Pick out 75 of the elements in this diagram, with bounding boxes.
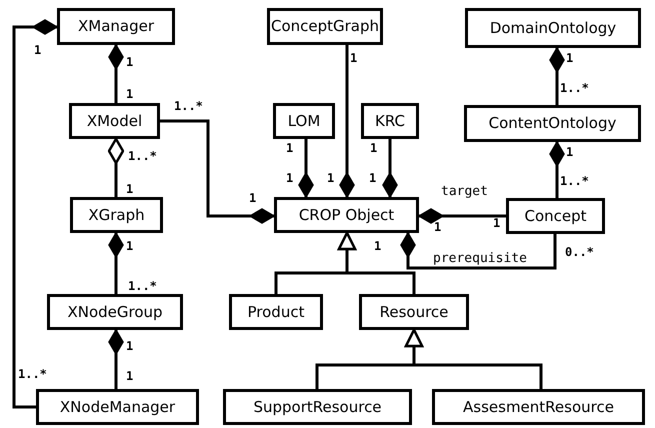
multiplicity-label: 1 <box>434 221 442 234</box>
class-name: Resource <box>380 302 448 322</box>
multiplicity-label: 1 <box>370 142 378 155</box>
composition-line <box>339 45 355 198</box>
multiplicity-label: 0..* <box>565 246 594 259</box>
multiplicity-label: 1 <box>126 370 134 383</box>
multiplicity-label: 1 <box>249 192 256 205</box>
class-name: XNodeGroup <box>67 302 163 322</box>
multiplicity-label: 1 <box>493 217 500 230</box>
composition-line <box>108 44 124 103</box>
class-name: SupportResource <box>253 398 382 416</box>
class-name: Concept <box>524 206 587 226</box>
composition-line <box>382 139 398 198</box>
class-name: XNodeManager <box>60 398 176 416</box>
multiplicity-label: 1 <box>566 146 574 159</box>
class-box <box>273 103 335 139</box>
class-box <box>223 389 412 425</box>
composition-line <box>12 19 58 408</box>
class-name: ConceptGraph <box>270 17 380 36</box>
class-name: AssesmentResource <box>463 398 614 416</box>
multiplicity-label: 1 <box>566 52 574 65</box>
multiplicity-label: 1 <box>126 183 134 196</box>
composition-line <box>418 208 506 224</box>
multiplicity-label: 1..* <box>18 368 47 381</box>
multiplicity-label: 1 <box>350 52 358 65</box>
multiplicity-label: 1 <box>126 240 134 253</box>
aggregation-line <box>108 138 124 197</box>
class-box <box>70 197 163 233</box>
multiplicity-label: 1 <box>126 340 134 353</box>
class-box <box>229 294 323 330</box>
multiplicity-label: 1 <box>126 56 134 69</box>
class-box <box>69 103 160 139</box>
class-box <box>274 197 419 233</box>
multiplicity-label: 1 <box>286 172 294 185</box>
composition-line <box>400 232 556 270</box>
class-box <box>47 294 183 330</box>
multiplicity-label: 1 <box>34 44 42 57</box>
class-box <box>361 103 419 139</box>
composition-line <box>108 232 124 294</box>
class-name: KRC <box>375 112 405 130</box>
multiplicity-label: 1..* <box>128 150 157 163</box>
role-label: prerequisite <box>432 251 528 266</box>
multiplicity-label: 1..* <box>174 100 203 113</box>
composition-line <box>549 47 565 105</box>
multiplicity-label: 1..* <box>560 175 589 188</box>
class-name: XModel <box>86 112 142 130</box>
class-name: XGraph <box>88 206 145 224</box>
multiplicity-label: 1 <box>369 172 376 185</box>
class-box <box>465 8 641 48</box>
multiplicity-label: 1..* <box>128 280 157 293</box>
generalization-arrow <box>338 232 416 294</box>
class-name: LOM <box>288 112 320 130</box>
composition-line <box>160 120 275 224</box>
composition-line <box>549 141 565 198</box>
class-name: ContentOntology <box>488 114 616 133</box>
multiplicity-label: 1 <box>327 172 334 185</box>
class-box <box>267 8 383 45</box>
class-name: DomainOntology <box>490 18 616 38</box>
class-name: CROP Object <box>298 206 394 224</box>
class-box <box>464 105 641 142</box>
multiplicity-label: 1 <box>286 142 294 155</box>
class-box <box>57 8 175 45</box>
multiplicity-label: 1 <box>374 240 382 253</box>
composition-line <box>298 139 314 198</box>
class-box <box>359 294 469 330</box>
class-box <box>506 198 605 234</box>
class-box <box>432 389 645 425</box>
class-box <box>36 389 199 425</box>
class-name: Product <box>248 302 304 322</box>
class-name: XManager <box>78 17 154 36</box>
multiplicity-label: 1 <box>126 88 134 101</box>
composition-line <box>108 329 124 389</box>
multiplicity-label: 1..* <box>560 82 589 95</box>
role-label: target <box>440 184 489 199</box>
generalization-arrow <box>404 328 542 389</box>
